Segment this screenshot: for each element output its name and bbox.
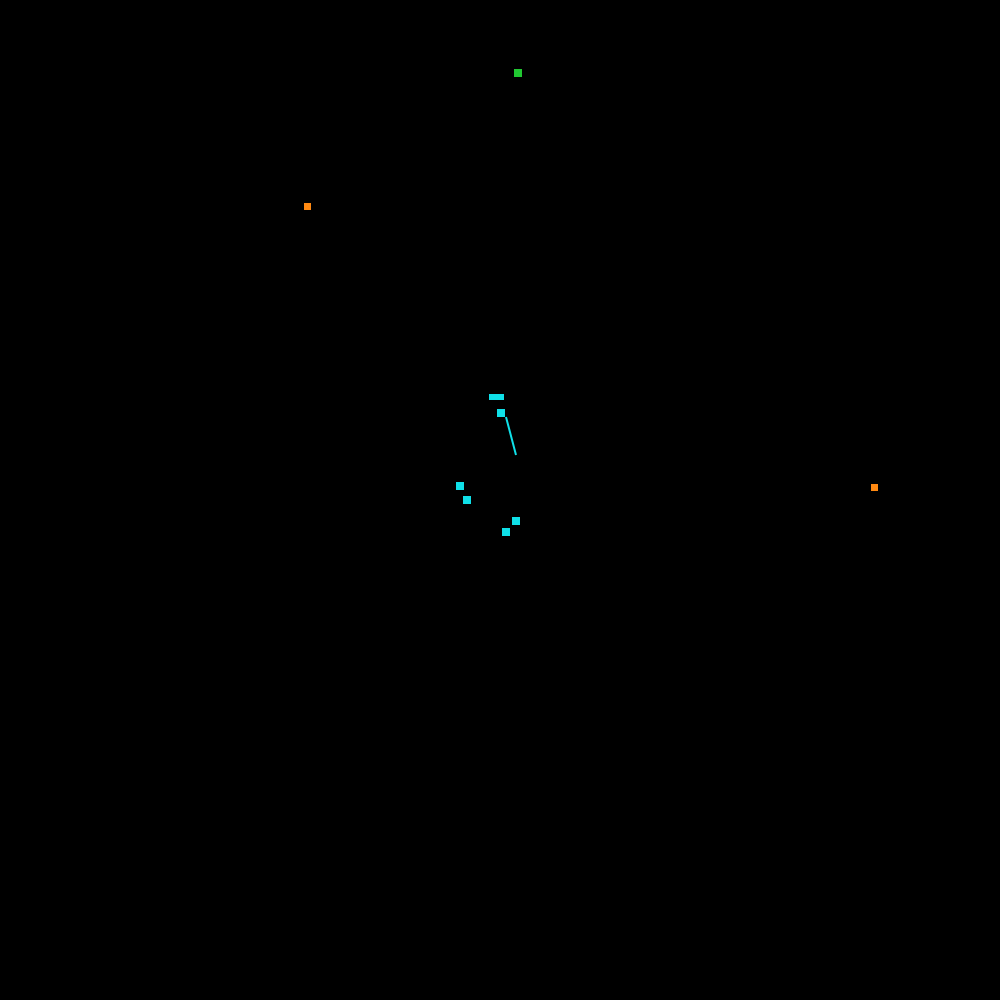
orange-sprite-left <box>304 203 311 210</box>
cyan-bar-sprite <box>489 394 504 400</box>
cyan-block-4 <box>502 528 510 536</box>
cyan-block-1 <box>456 482 464 490</box>
cyan-block-2 <box>463 496 471 504</box>
cyan-block-head <box>497 409 505 417</box>
cyan-trail-line <box>505 416 517 456</box>
orange-sprite-right <box>871 484 878 491</box>
cyan-block-3 <box>512 517 520 525</box>
green-sprite <box>514 69 522 77</box>
